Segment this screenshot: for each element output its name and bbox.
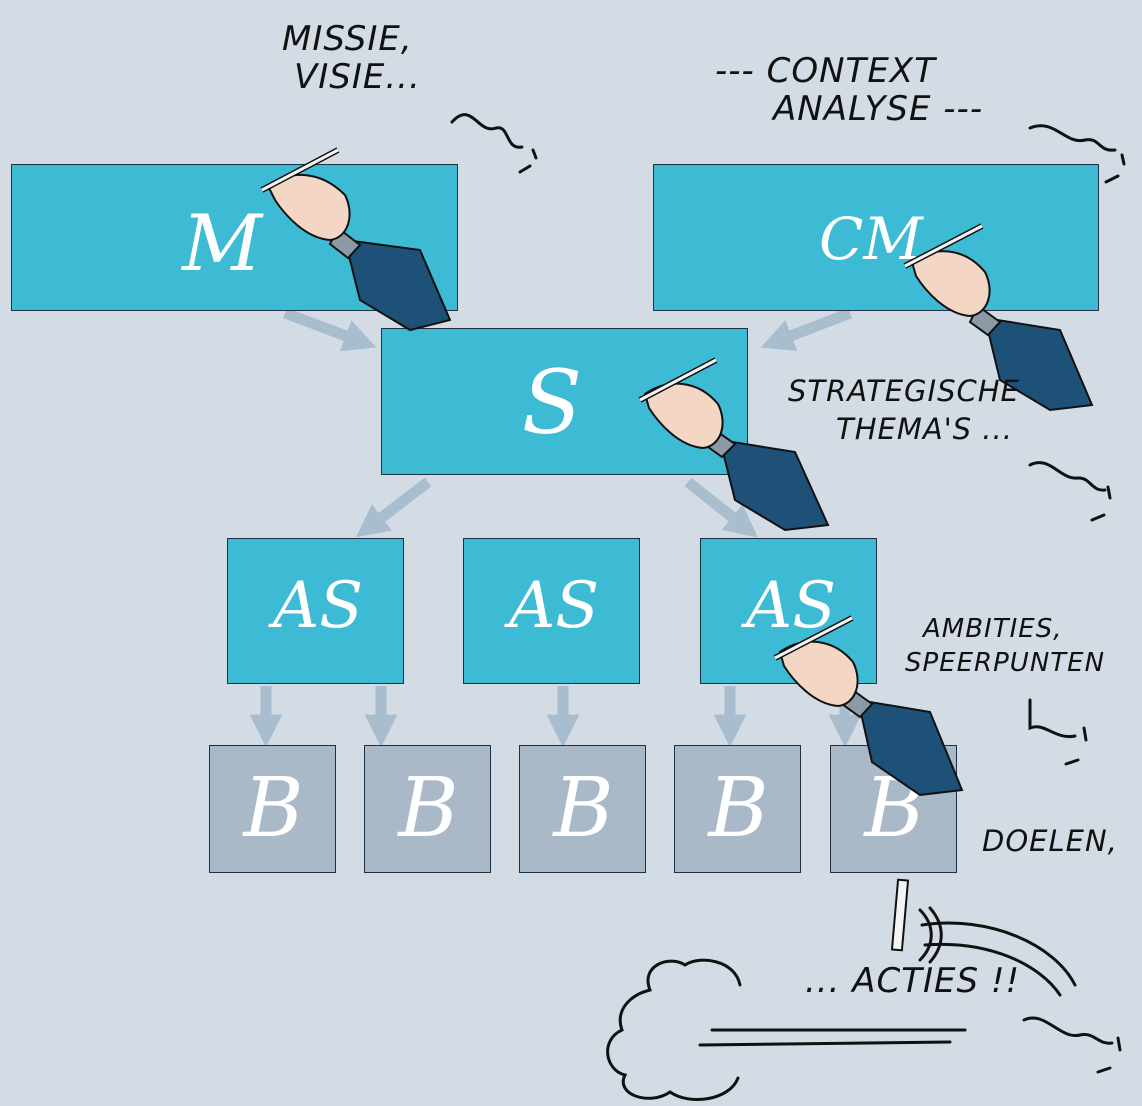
falling-pencil-icon	[890, 878, 910, 952]
note-strategic: STRATEGISCHE THEMA'S ...	[788, 374, 1020, 446]
hand-icon	[638, 357, 830, 532]
ambition-box-1: AS	[227, 538, 404, 684]
ambition-glyph: AS	[508, 569, 600, 643]
note-goals: DOELEN,	[982, 824, 1118, 858]
context-box: CM	[653, 164, 1099, 311]
ambition-glyph: AS	[745, 569, 837, 643]
ambition-box-2: AS	[463, 538, 640, 684]
note-mission: MISSIE, VISIE...	[282, 19, 421, 97]
mission-glyph: M	[182, 199, 262, 289]
ambition-glyph: AS	[272, 569, 364, 643]
squiggle-actions	[1022, 1016, 1122, 1074]
hand-icon	[773, 615, 964, 797]
goal-box-2: B	[364, 745, 491, 873]
goal-box-3: B	[519, 745, 646, 873]
goal-box-4: B	[674, 745, 801, 873]
squiggle-context	[1028, 124, 1126, 184]
hand-icon	[903, 223, 1094, 412]
strategy-glyph: S	[521, 351, 583, 454]
cloud-icon	[606, 958, 742, 1101]
hand-icon	[260, 147, 452, 332]
goal-glyph: B	[708, 761, 769, 856]
arrow-context-to-strategy	[760, 307, 852, 352]
goal-glyph: B	[398, 761, 459, 856]
squiggle-mission	[450, 113, 538, 174]
arrow-strategy-to-ambition-1	[355, 477, 432, 538]
squiggle-ambitions	[1028, 698, 1088, 766]
goal-glyph: B	[553, 761, 614, 856]
squiggle-strategic	[1028, 461, 1112, 522]
goal-glyph: B	[243, 761, 304, 856]
speed-lines	[698, 921, 1077, 1047]
note-context: --- CONTEXT ANALYSE ---	[715, 51, 984, 129]
note-actions: ... ACTIES !!	[805, 961, 1021, 1001]
goal-box-1: B	[209, 745, 336, 873]
falling-pencil-lines	[918, 906, 943, 964]
arrow-mission-to-strategy	[283, 307, 377, 352]
arrow-strategy-to-ambition-3	[684, 477, 759, 538]
context-glyph: CM	[819, 205, 923, 273]
note-ambitions: AMBITIES, SPEERPUNTEN	[905, 614, 1106, 678]
